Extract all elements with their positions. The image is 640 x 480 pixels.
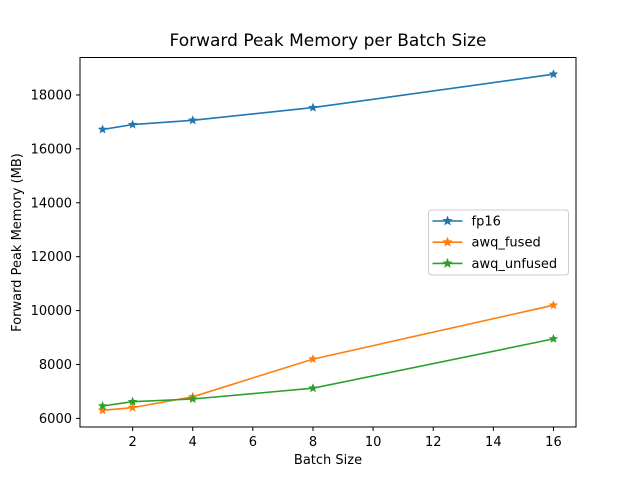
marker-awq_unfused <box>187 393 198 404</box>
x-tick-label: 2 <box>128 435 136 450</box>
x-tick-label: 6 <box>249 435 257 450</box>
y-tick-label: 14000 <box>31 196 72 211</box>
marker-awq_fused <box>97 405 108 415</box>
marker-fp16 <box>127 119 138 129</box>
x-tick-label: 16 <box>545 435 562 450</box>
legend-label-awq_fused: awq_fused <box>472 236 541 251</box>
marker-fp16 <box>308 102 318 112</box>
x-axis-label: Batch Size <box>294 453 362 468</box>
x-tick-label: 12 <box>425 435 442 450</box>
legend-label-awq_unfused: awq_unfused <box>472 257 558 272</box>
plot-area: 2 4 6 8 10 12 14 16 6000 8000 10000 12000 14000 16000… <box>31 57 577 450</box>
legend-box <box>428 209 569 276</box>
marker-fp16 <box>187 115 198 125</box>
marker-awq_unfused <box>548 333 559 343</box>
x-tick-label: 8 <box>309 435 317 450</box>
marker-fp16 <box>548 69 559 79</box>
x-tick-label: 14 <box>485 435 502 450</box>
marker-awq_unfused <box>308 383 318 393</box>
legend-marker-awq_fused <box>442 236 453 247</box>
marker-awq_fused <box>127 402 138 412</box>
x-tick-label: 4 <box>189 435 197 450</box>
marker-awq_unfused <box>97 400 108 411</box>
y-tick-label: 18000 <box>31 88 72 103</box>
y-axis-label: Forward Peak Memory (MB) <box>10 153 25 332</box>
y-tick-label: 12000 <box>31 250 72 265</box>
x-tick-label: 10 <box>365 435 382 450</box>
legend-marker-fp16 <box>442 215 453 226</box>
marker-fp16 <box>97 124 108 134</box>
y-tick-label: 8000 <box>39 358 72 373</box>
chart-title: Forward Peak Memory per Batch Size <box>170 31 487 51</box>
legend-label-fp16: fp16 <box>472 215 501 230</box>
marker-awq_unfused <box>127 396 138 406</box>
y-tick-label: 10000 <box>31 304 72 319</box>
y-tick-label: 6000 <box>39 412 72 427</box>
legend-marker-awq_unfused <box>442 257 453 268</box>
y-tick-label: 16000 <box>31 142 72 157</box>
marker-awq_fused <box>308 354 318 364</box>
marker-awq_fused <box>548 300 559 310</box>
